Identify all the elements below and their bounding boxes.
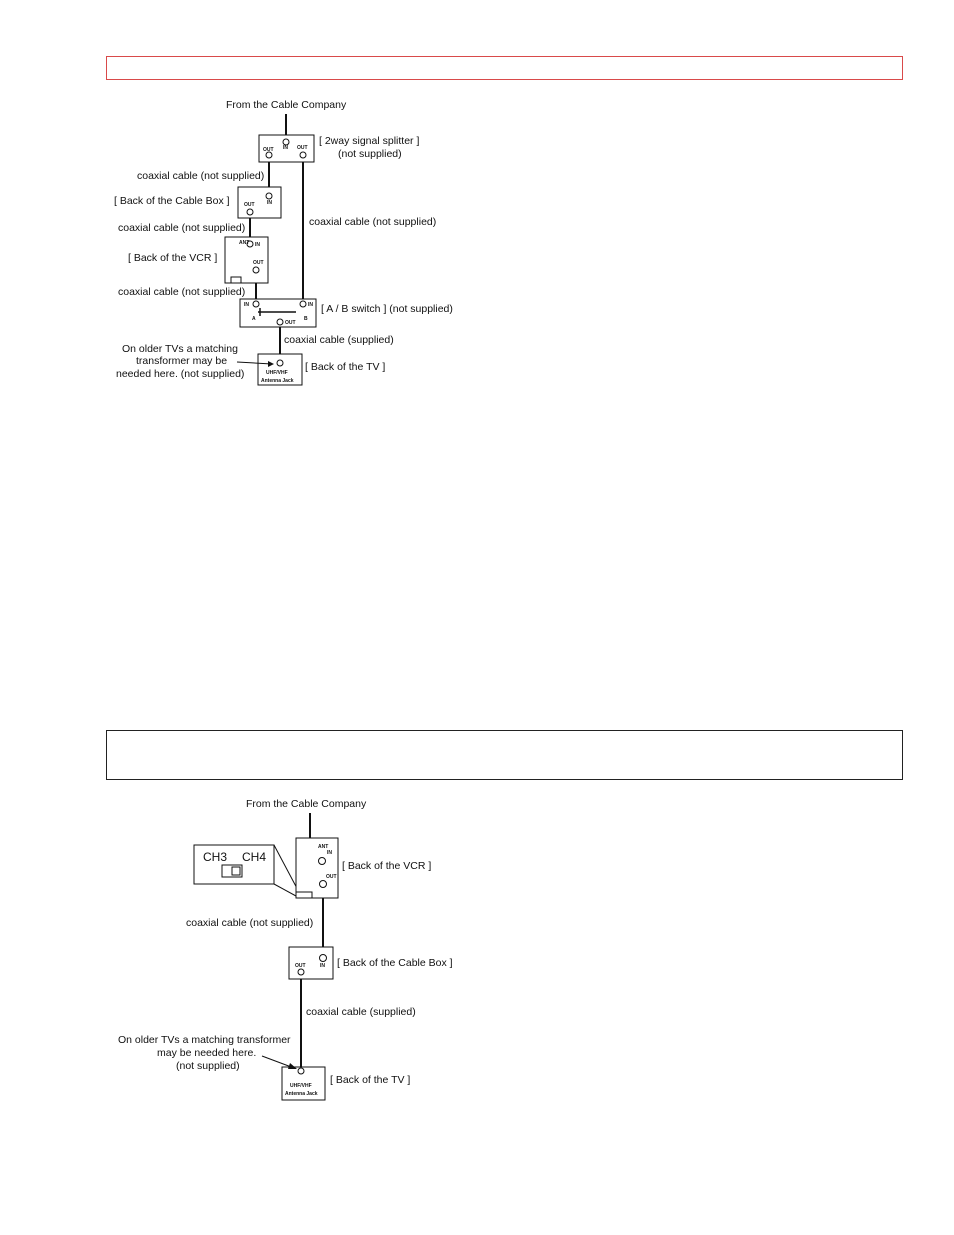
cablebox-out: OUT bbox=[244, 202, 255, 208]
cablebox-box bbox=[237, 186, 282, 219]
vcr-ant: ANT bbox=[239, 240, 249, 246]
ab-out-jack bbox=[276, 318, 284, 326]
ab-in-right: IN bbox=[308, 302, 313, 308]
cablebox-label: [ Back of the Cable Box ] bbox=[114, 195, 230, 207]
vcr-box-2 bbox=[295, 837, 339, 899]
splitter-out-right: OUT bbox=[297, 145, 308, 151]
older-tv-line-2: transformer may be bbox=[136, 355, 227, 367]
tv-antenna-jack bbox=[276, 359, 284, 367]
ab-in-left: IN bbox=[244, 302, 249, 308]
ab-a: A bbox=[252, 316, 256, 322]
vcr-out-2: OUT bbox=[326, 874, 337, 880]
vcr-switch bbox=[230, 276, 242, 284]
ab-in-right-jack bbox=[299, 300, 307, 308]
splitter-label: [ 2way signal splitter ] bbox=[319, 135, 419, 147]
splitter-in: IN bbox=[283, 145, 288, 151]
top-header-frame bbox=[106, 56, 903, 80]
from-cable-label: From the Cable Company bbox=[226, 99, 347, 111]
transformer-arrow-head-2 bbox=[288, 1063, 297, 1069]
ab-in-left-jack bbox=[252, 300, 260, 308]
cable-1-label: coaxial cable (not supplied) bbox=[137, 170, 264, 182]
vcr-in: IN bbox=[255, 242, 260, 248]
vcr-out-jack-2 bbox=[319, 880, 327, 888]
cablebox-out-2: OUT bbox=[295, 963, 306, 969]
from-cable-label-2: From the Cable Company bbox=[246, 798, 367, 810]
cable-1-label-2: coaxial cable (not supplied) bbox=[186, 917, 313, 929]
older-tv-line-1-2: On older TVs a matching transformer bbox=[118, 1034, 291, 1046]
cablebox-label-2: [ Back of the Cable Box ] bbox=[337, 957, 453, 969]
inset-leader-bottom bbox=[273, 883, 297, 897]
tv-label: [ Back of the TV ] bbox=[305, 361, 385, 373]
vcr-label: [ Back of the VCR ] bbox=[128, 252, 217, 264]
splitter-out-left-jack bbox=[265, 151, 273, 159]
ab-out: OUT bbox=[285, 320, 296, 326]
section-header-frame bbox=[106, 730, 903, 780]
splitter-note: (not supplied) bbox=[338, 148, 402, 160]
cable-2-label-2: coaxial cable (supplied) bbox=[306, 1006, 416, 1018]
cablebox-out-jack-2 bbox=[297, 968, 305, 976]
older-tv-line-2-2: may be needed here. bbox=[157, 1047, 256, 1059]
cablebox-out-jack bbox=[246, 208, 254, 216]
cable-right-label: coaxial cable (not supplied) bbox=[309, 216, 436, 228]
ab-b: B bbox=[304, 316, 308, 322]
transformer-arrow-2 bbox=[261, 1055, 295, 1069]
splitter-out-left: OUT bbox=[263, 147, 274, 153]
splitter-in-jack bbox=[282, 138, 290, 146]
vcr-in-jack-2 bbox=[318, 857, 326, 865]
tv-antenna-jack-2 bbox=[297, 1067, 305, 1075]
cablebox-in-2: IN bbox=[320, 963, 325, 969]
vcr-ant-2: ANT bbox=[318, 844, 328, 850]
cablebox-in-jack-2 bbox=[319, 954, 327, 962]
splitter-out-right-jack bbox=[299, 151, 307, 159]
cable-3-label: coaxial cable (not supplied) bbox=[118, 286, 245, 298]
tv-box bbox=[257, 353, 303, 386]
transformer-arrow-head bbox=[268, 361, 274, 367]
tv-uhf-2: UHF/VHF bbox=[290, 1083, 312, 1089]
ch3-label: CH3 bbox=[203, 850, 227, 864]
vcr-label-2: [ Back of the VCR ] bbox=[342, 860, 431, 872]
older-tv-line-3-2: (not supplied) bbox=[176, 1060, 240, 1072]
ch-switch-knob bbox=[231, 866, 241, 876]
vcr-out-jack bbox=[252, 266, 260, 274]
tv-jack-text: Antenna Jack bbox=[261, 378, 294, 384]
cable-2-label: coaxial cable (not supplied) bbox=[118, 222, 245, 234]
vcr-switch-2 bbox=[295, 891, 313, 899]
cable-4-label: coaxial cable (supplied) bbox=[284, 334, 394, 346]
ab-label: [ A / B switch ] (not supplied) bbox=[321, 303, 453, 315]
older-tv-line-3: needed here. (not supplied) bbox=[116, 368, 244, 380]
vcr-in-jack bbox=[246, 240, 254, 248]
vcr-in-2: IN bbox=[327, 850, 332, 856]
diagram-splitter-ab-switch: OUT IN OUT OUT IN ANT IN OUT IN A OUT IN… bbox=[114, 99, 453, 386]
tv-label-2: [ Back of the TV ] bbox=[330, 1074, 410, 1086]
tv-uhf: UHF/VHF bbox=[266, 370, 288, 376]
tv-jack-text-2: Antenna Jack bbox=[285, 1091, 318, 1097]
cablebox-box-2 bbox=[288, 946, 334, 980]
vcr-box bbox=[224, 236, 269, 284]
transformer-arrow bbox=[236, 361, 273, 365]
vcr-out: OUT bbox=[253, 260, 264, 266]
older-tv-line-1: On older TVs a matching bbox=[122, 343, 238, 355]
ch4-label: CH4 bbox=[242, 850, 266, 864]
cablebox-in-jack bbox=[265, 192, 273, 200]
cablebox-in: IN bbox=[267, 200, 272, 206]
